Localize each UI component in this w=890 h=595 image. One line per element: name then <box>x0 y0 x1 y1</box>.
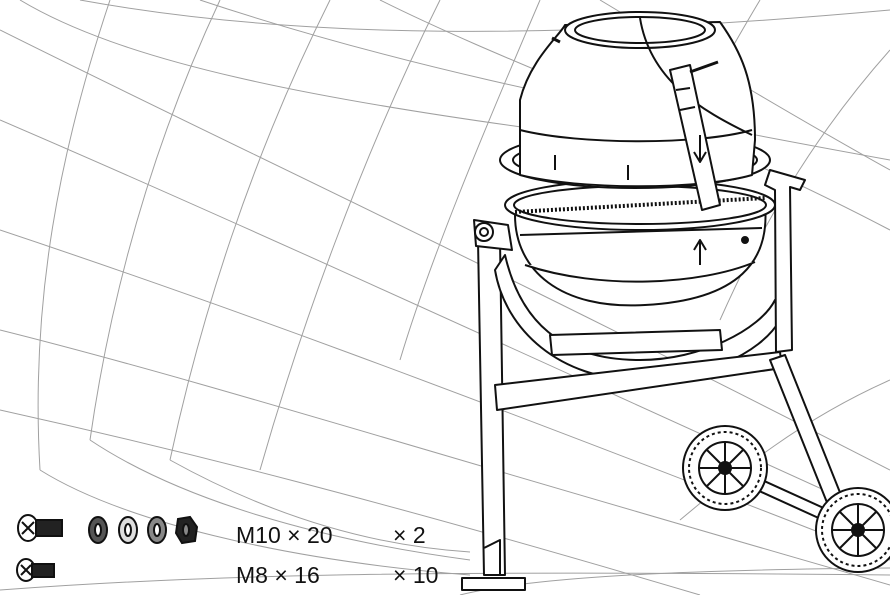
hardware-spec-label: M8 × 16 <box>236 562 320 588</box>
spring-washer-icon <box>88 516 108 544</box>
bolt-m10-icon <box>17 514 63 542</box>
hardware-quantity-label: × 2 <box>393 522 426 548</box>
wheel-right <box>815 487 890 573</box>
concrete-mixer <box>461 11 851 591</box>
wheel-left <box>682 425 768 511</box>
hardware-quantity-label: × 10 <box>393 562 439 588</box>
bolt-m8-icon <box>16 558 55 582</box>
hardware-spec-label: M10 × 20 <box>236 522 333 548</box>
large-washer-icon <box>147 516 167 544</box>
flat-washer-icon <box>118 516 138 544</box>
hex-nut-icon <box>174 515 199 545</box>
